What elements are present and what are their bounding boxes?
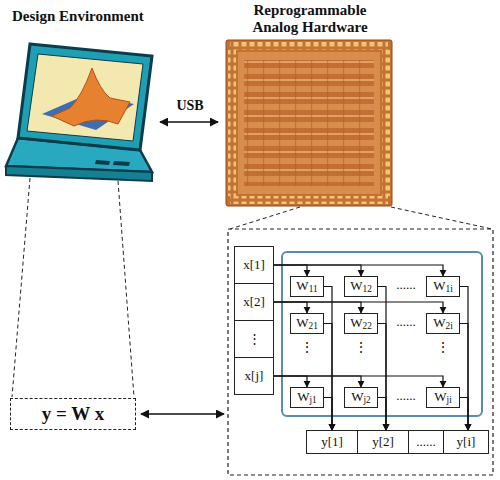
ellipsis: ⋮ bbox=[353, 340, 369, 356]
cell-label: x[1] bbox=[243, 258, 265, 272]
link-label: USB bbox=[166, 98, 214, 114]
signal-wire bbox=[274, 376, 361, 387]
signal-wire bbox=[378, 287, 386, 431]
weight-cell: W21 bbox=[290, 313, 324, 334]
signal-wire bbox=[378, 398, 386, 431]
signal-wire bbox=[460, 324, 468, 431]
signal-wire bbox=[274, 376, 443, 387]
pad-row bbox=[230, 42, 388, 50]
ellipsis: ...... bbox=[390, 278, 422, 293]
cell-label: Wj1 bbox=[297, 390, 317, 404]
section-heading: Reprogrammable Analog Hardware bbox=[240, 2, 380, 37]
signal-wire bbox=[274, 376, 307, 387]
cell-label: y = W x bbox=[42, 404, 104, 425]
input-cell: x[1] bbox=[234, 246, 274, 284]
pad-row bbox=[382, 50, 390, 196]
laptop-keys bbox=[95, 160, 130, 166]
chip-array bbox=[244, 60, 374, 186]
laptop-front bbox=[6, 166, 152, 181]
pad-row bbox=[230, 196, 388, 204]
cell-label: ...... bbox=[416, 435, 436, 449]
output-cell: y[i] bbox=[443, 430, 489, 454]
signal-wire bbox=[274, 302, 307, 313]
signal-wire bbox=[274, 302, 443, 313]
signal-wire bbox=[324, 287, 332, 431]
output-cell: y[2] bbox=[357, 430, 409, 454]
weight-cell: Wj1 bbox=[290, 387, 324, 408]
input-cell: x[j] bbox=[234, 357, 274, 395]
ellipsis: ...... bbox=[390, 315, 422, 330]
logo-peak bbox=[52, 68, 130, 126]
zoom-line bbox=[230, 207, 300, 229]
cell-label: W1i bbox=[433, 279, 453, 293]
weight-cell: W12 bbox=[344, 276, 378, 297]
mapping-arrow bbox=[141, 413, 224, 415]
signal-wire bbox=[378, 324, 386, 431]
cell-label: W22 bbox=[350, 316, 372, 330]
section-heading: Design Environment bbox=[12, 8, 187, 25]
chip-package bbox=[226, 40, 392, 206]
ellipsis: ...... bbox=[390, 389, 422, 404]
cell-label: W2i bbox=[433, 316, 453, 330]
cell-label: y[2] bbox=[372, 435, 394, 449]
weight-cell: Wj2 bbox=[344, 387, 378, 408]
signal-wire bbox=[460, 398, 468, 431]
cell-label: W21 bbox=[296, 316, 318, 330]
input-cell: ⋮ bbox=[234, 320, 274, 358]
weight-cell: W11 bbox=[290, 276, 324, 297]
cell-label: Wji bbox=[434, 390, 451, 404]
weight-cell: W22 bbox=[344, 313, 378, 334]
weight-cell: W1i bbox=[426, 276, 460, 297]
equation-box: y = W x bbox=[10, 398, 136, 430]
cell-label: Wj2 bbox=[351, 390, 371, 404]
cell-label: x[2] bbox=[243, 295, 265, 309]
laptop-lid bbox=[18, 44, 152, 150]
cell-label: W11 bbox=[296, 279, 317, 293]
cell-label: ⋮ bbox=[248, 332, 261, 346]
chip-die bbox=[238, 52, 380, 194]
zoom-line bbox=[12, 178, 30, 397]
zoom-line bbox=[118, 181, 134, 397]
zoom-line bbox=[391, 207, 492, 229]
pad-row bbox=[228, 50, 236, 196]
input-cell: x[2] bbox=[234, 283, 274, 321]
signal-wire bbox=[274, 265, 361, 276]
ellipsis: ⋮ bbox=[435, 340, 451, 356]
signal-wire bbox=[274, 265, 307, 276]
weight-cell: Wji bbox=[426, 387, 460, 408]
weight-cell: W2i bbox=[426, 313, 460, 334]
signal-wire bbox=[274, 265, 443, 276]
usb-arrow bbox=[160, 121, 218, 123]
cell-label: W12 bbox=[350, 279, 372, 293]
laptop-screen bbox=[27, 54, 143, 141]
cell-label: x[j] bbox=[245, 369, 264, 383]
ellipsis: ⋮ bbox=[299, 340, 315, 356]
crossbar-outline bbox=[282, 252, 482, 416]
cell-label: y[i] bbox=[457, 435, 476, 449]
signal-wire bbox=[324, 398, 332, 431]
cell-label: y[1] bbox=[321, 435, 343, 449]
signal-wire bbox=[324, 324, 332, 431]
zoom-frame bbox=[228, 229, 493, 475]
output-cell: ...... bbox=[408, 430, 444, 454]
signal-wire bbox=[460, 287, 468, 431]
signal-wire bbox=[274, 302, 361, 313]
output-cell: y[1] bbox=[306, 430, 358, 454]
chip-array bbox=[244, 60, 374, 186]
